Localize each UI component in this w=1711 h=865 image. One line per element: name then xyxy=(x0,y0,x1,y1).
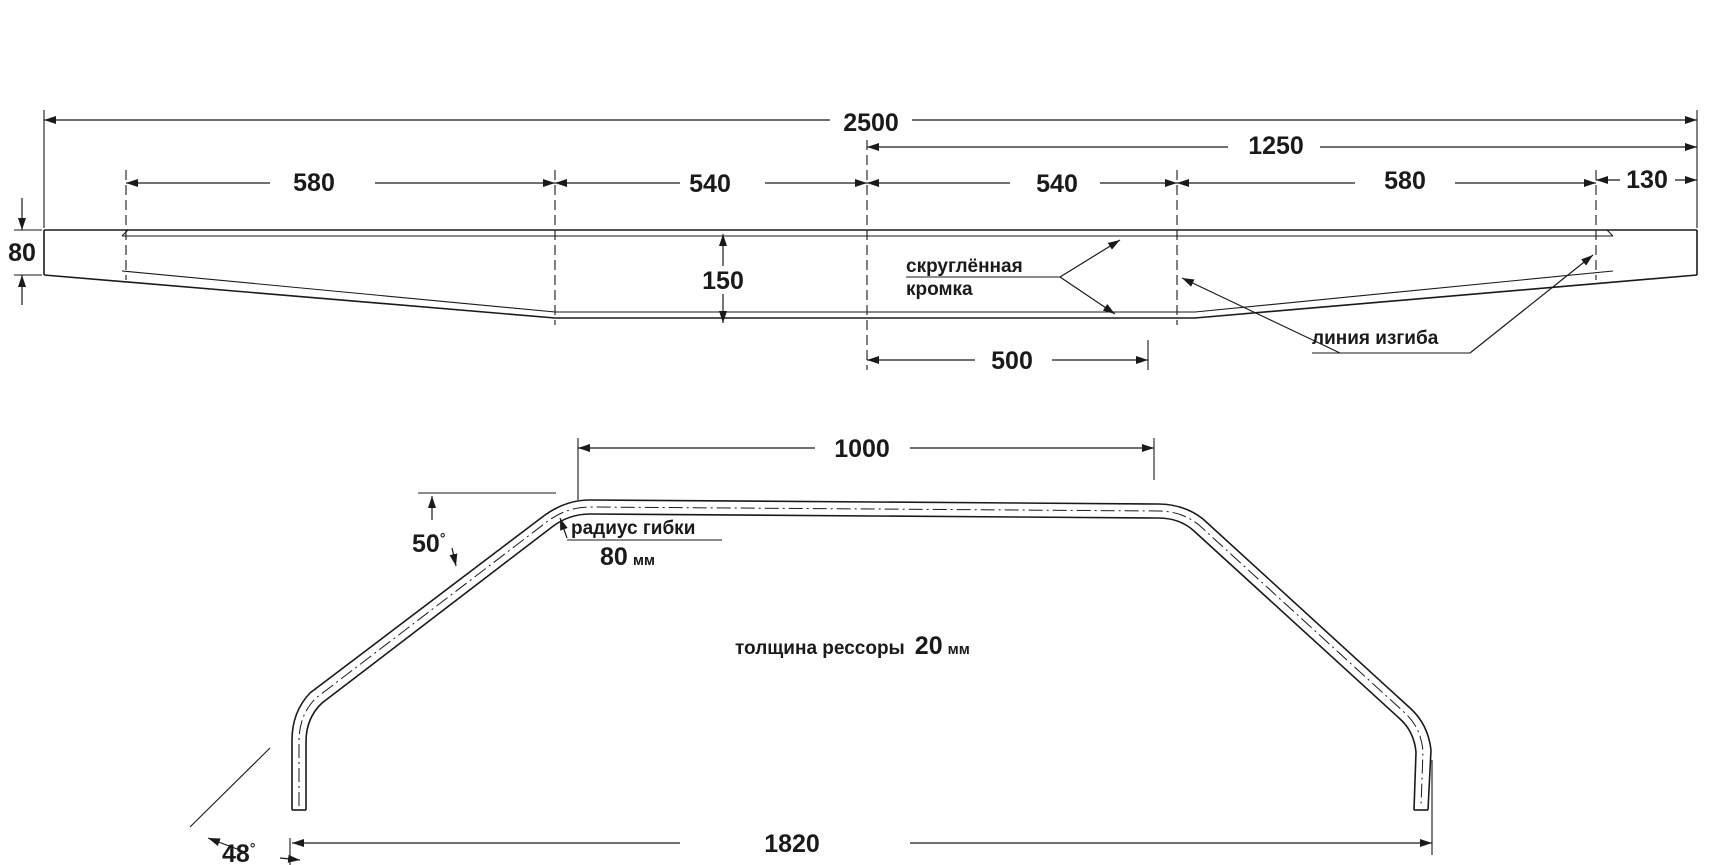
dim-end-height: 80 xyxy=(8,239,36,267)
leader-rounded-edge xyxy=(1059,276,1116,315)
leader-bend-line xyxy=(1181,277,1341,354)
dim-mid-height: 150 xyxy=(702,267,744,295)
dim-half-length: 1250 xyxy=(1248,132,1304,160)
blank-plan-view: 2500 1250 580 540 540 580 130 80 150 xyxy=(8,109,1698,375)
label-rounded-edge-line2: кромка xyxy=(906,279,973,300)
label-bend-radius: радиус гибки xyxy=(571,518,695,539)
angle-arrow-bottom xyxy=(279,854,301,863)
dim-total-length: 2500 xyxy=(843,109,899,137)
label-bend-line: линия изгиба xyxy=(1312,328,1439,349)
dim-end-length: 130 xyxy=(1626,166,1668,194)
dim-right-mid: 540 xyxy=(1036,170,1078,198)
dim-center-length: 500 xyxy=(991,347,1033,375)
leader-bend-radius xyxy=(559,517,568,539)
rounded-edge-corner xyxy=(121,229,129,237)
angle-bottom-value: 48° xyxy=(222,840,255,865)
degree-sign: ° xyxy=(250,840,256,856)
angle-reference-line xyxy=(189,747,271,828)
angle-top-value: 50° xyxy=(412,530,445,558)
degree-sign: ° xyxy=(440,530,446,546)
dim-top-flat: 1000 xyxy=(834,435,890,463)
label-rounded-edge-line1: скруглённая xyxy=(906,256,1023,277)
spring-outer xyxy=(291,499,1432,811)
dim-right-seg: 580 xyxy=(1384,167,1426,195)
spring-centerline xyxy=(298,506,1424,807)
dim-left-mid: 540 xyxy=(689,170,731,198)
dim-left-seg: 580 xyxy=(293,169,335,197)
dim-span: 1820 xyxy=(764,830,820,858)
angle-arrow-top xyxy=(449,547,458,567)
blank-outline-bottom xyxy=(43,274,1698,319)
spring-inner xyxy=(305,513,1417,811)
leader-bend-line xyxy=(1469,254,1594,354)
rounded-edge-bottom-line xyxy=(121,270,1614,313)
leader-rounded-edge xyxy=(1059,239,1121,278)
angle-arrow-bottom xyxy=(207,837,246,853)
rounded-edge-corner xyxy=(1606,229,1614,237)
